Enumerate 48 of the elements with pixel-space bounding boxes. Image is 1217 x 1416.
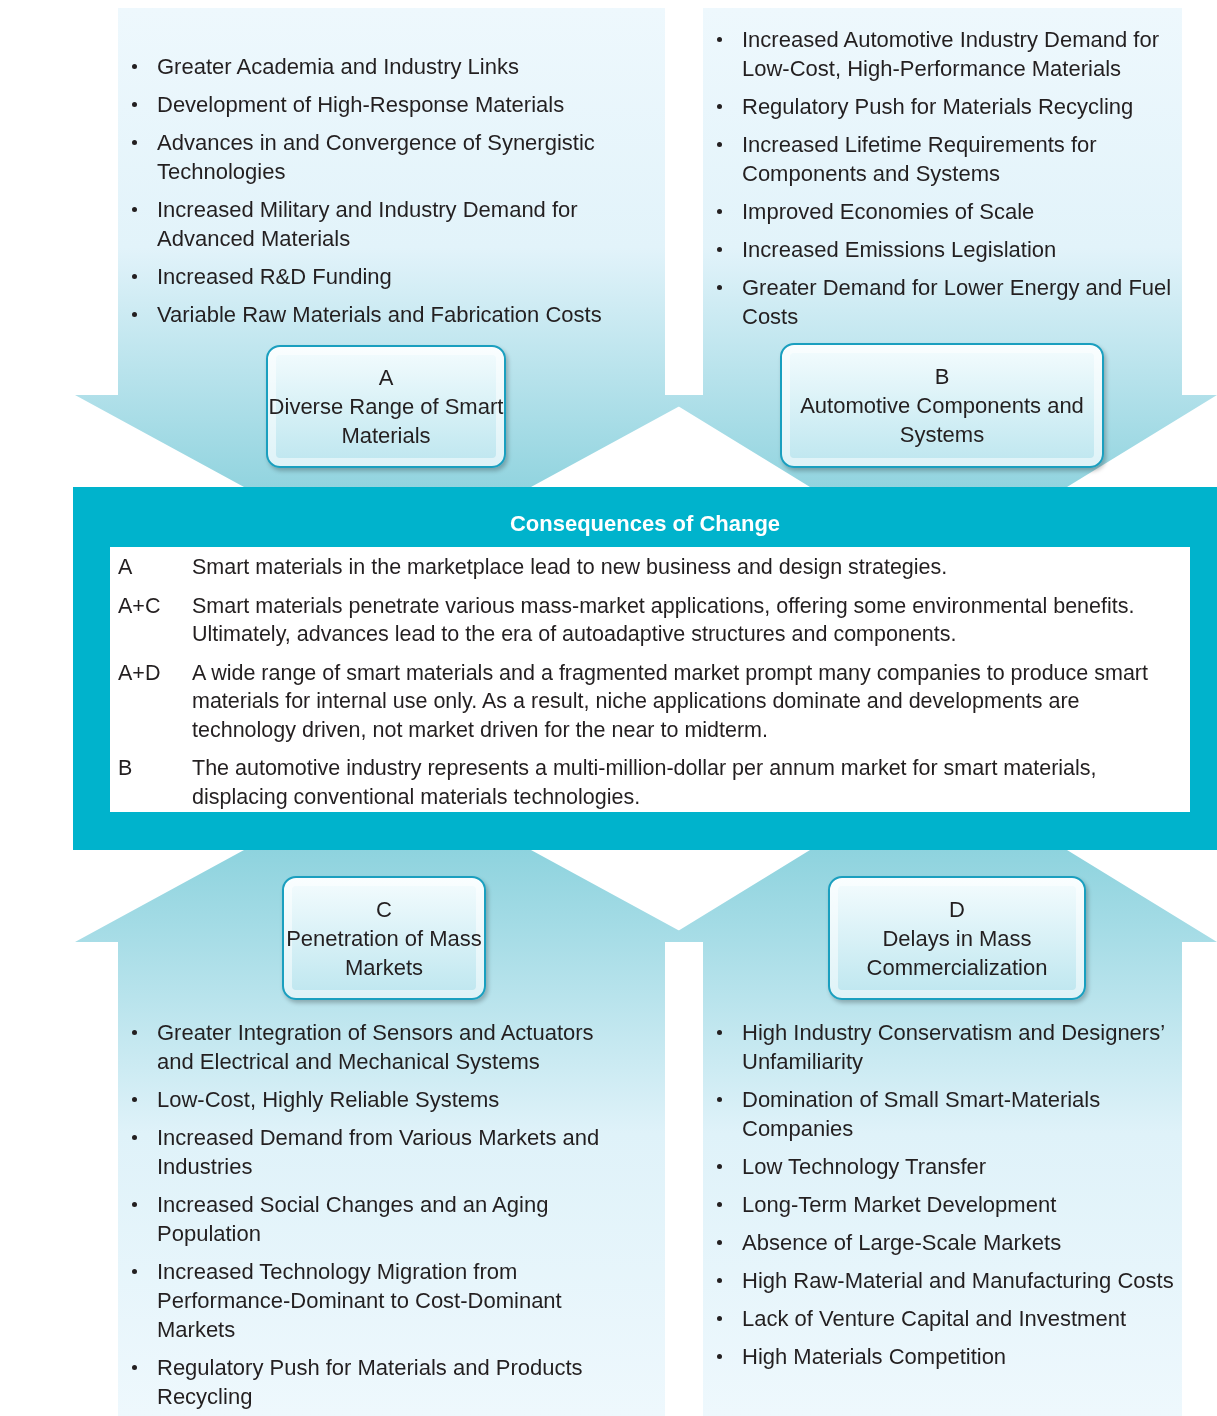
- category-box: [780, 343, 1104, 468]
- bullet-item: Increased Military and Industry Demand for Advanced Materials: [157, 197, 578, 251]
- box-title: Diverse Range of Smart Materials: [268, 393, 504, 450]
- box-letter: A: [378, 364, 394, 392]
- bullet-item: Regulatory Push for Materials Recycling: [742, 94, 1134, 119]
- row-key: A+D: [118, 658, 192, 744]
- bullet-item: Increased Technology Migration from Performance-Dominant to Cost-Dominant Markets: [157, 1259, 562, 1342]
- summary-panel: [73, 487, 1217, 850]
- row-text: Smart materials penetrate various mass-market applications, offering some environmental benefits. Ultimately, advances lead to the era of autoadaptive structures and components.: [192, 592, 1136, 648]
- panel-title: Consequences of Change: [508, 511, 782, 537]
- bullet-item: Increased Automotive Industry Demand for Low-Cost, High-Performance Materials: [742, 27, 1159, 81]
- category-box: [282, 876, 486, 1000]
- row-text: The automotive industry represents a multi-million-dollar per annum market for smart materials, displacing conventional materials technologies.: [192, 755, 1098, 811]
- bullet-item: Increased R&D Funding: [157, 264, 392, 289]
- bullet-item: High Materials Competition: [742, 1344, 1007, 1369]
- bullet-item: High Raw-Material and Manufacturing Costs: [742, 1268, 1174, 1293]
- category-box: [828, 876, 1086, 1000]
- bullet-item: Regulatory Push for Materials and Products Recycling: [157, 1355, 583, 1409]
- bullet-item: Low Technology Transfer: [742, 1154, 987, 1179]
- bullet-item: Increased Demand from Various Markets and Industries: [157, 1125, 600, 1179]
- bullet-item: Domination of Small Smart-Materials Companies: [742, 1087, 1101, 1141]
- bullet-item: Development of High-Response Materials: [157, 92, 565, 117]
- bullet-item: Low-Cost, Highly Reliable Systems: [157, 1087, 500, 1112]
- box-title: Delays in Mass Commercialization: [865, 924, 1049, 982]
- row-text: Smart materials in the marketplace lead to new business and design strategies.: [192, 554, 949, 581]
- bullet-item: Advances in and Convergence of Synergistic Technologies: [157, 130, 595, 184]
- box-title: Automotive Components and Systems: [799, 392, 1085, 449]
- bullet-item: Variable Raw Materials and Fabrication Costs: [157, 302, 602, 327]
- box-letter: D: [949, 895, 965, 924]
- row-key: B: [118, 754, 192, 811]
- category-box: [266, 345, 506, 468]
- box-title: Penetration of Mass Markets: [285, 924, 483, 982]
- row-key: A+C: [118, 591, 192, 649]
- bullet-item: Increased Social Changes and an Aging Population: [157, 1192, 549, 1246]
- box-letter: C: [376, 895, 392, 924]
- bullet-item: Greater Academia and Industry Links: [157, 54, 519, 79]
- row-key: A: [118, 553, 192, 582]
- box-letter: B: [934, 363, 950, 391]
- bullet-item: Long-Term Market Development: [742, 1192, 1057, 1217]
- bullet-item: Increased Emissions Legislation: [742, 237, 1057, 262]
- bullet-item: Increased Lifetime Requirements for Components and Systems: [742, 132, 1097, 186]
- bullet-item: Improved Economies of Scale: [742, 199, 1035, 224]
- row-text: A wide range of smart materials and a fragmented market prompt many companies to produce smart materials for internal use only. As a result, niche applications dominate and developments are technology driven, not market driven for the near to midterm.: [192, 659, 1149, 744]
- bullet-item: Greater Integration of Sensors and Actuators and Electrical and Mechanical Systems: [157, 1020, 594, 1074]
- bullet-item: Lack of Venture Capital and Investment: [742, 1306, 1126, 1331]
- bullet-item: Greater Demand for Lower Energy and Fuel Costs: [742, 275, 1172, 329]
- bullet-item: High Industry Conservatism and Designers’ Unfamiliarity: [742, 1020, 1165, 1074]
- bullet-item: Absence of Large-Scale Markets: [742, 1230, 1062, 1255]
